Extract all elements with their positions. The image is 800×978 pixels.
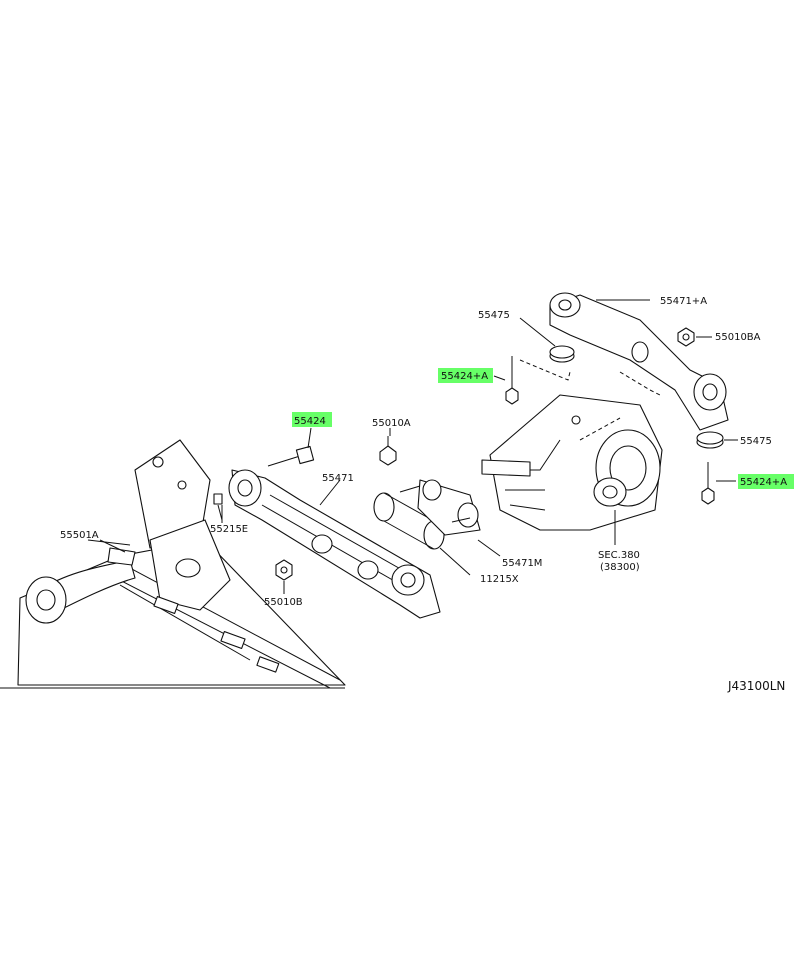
diagram-code: J43100LN — [727, 679, 785, 693]
nut-55010ba[interactable] — [677, 327, 695, 347]
label-55424: 55424 — [294, 416, 326, 427]
label-55501a: 55501A — [60, 530, 99, 541]
alignment-dashed-lines — [519, 359, 661, 441]
washer-55475-top[interactable] — [549, 345, 575, 363]
mount-55471m[interactable] — [399, 479, 481, 536]
bolt-55010a[interactable] — [379, 436, 397, 466]
highlight-55424-a-right — [738, 474, 794, 489]
label-11215x: 11215X — [480, 574, 519, 585]
label-55471-a: 55471+A — [660, 296, 707, 307]
label-55471: 55471 — [322, 473, 354, 484]
label-sec-380: SEC.380 — [598, 550, 640, 561]
label-55424-a-left: 55424+A — [441, 371, 488, 382]
label-55475-top: 55475 — [478, 310, 510, 321]
differential-sec380[interactable] — [481, 394, 663, 531]
label-55424-a-right: 55424+A — [740, 477, 787, 488]
label-55471m: 55471M — [502, 558, 542, 569]
nut-55215e[interactable] — [213, 493, 223, 505]
bolt-55424a-right[interactable] — [701, 462, 715, 505]
mount-arm-55471a[interactable] — [549, 292, 729, 431]
subframe-55501a[interactable] — [17, 439, 346, 689]
nut-55010b[interactable] — [275, 559, 293, 581]
bolt-55424a-left[interactable] — [505, 356, 519, 405]
bracket-55471[interactable] — [228, 469, 441, 619]
highlight-55424 — [292, 412, 332, 427]
label-55010ba: 55010BA — [715, 332, 761, 343]
label-55010a: 55010A — [372, 418, 411, 429]
label-55010b: 55010B — [264, 597, 303, 608]
label-sec-380-sub: (38300) — [600, 562, 640, 573]
washer-55475-right[interactable] — [696, 431, 724, 449]
highlight-55424-a-left — [438, 368, 493, 383]
bolt-55424[interactable] — [267, 445, 315, 467]
label-55215e: 55215E — [210, 524, 248, 535]
label-55475-right: 55475 — [740, 436, 772, 447]
